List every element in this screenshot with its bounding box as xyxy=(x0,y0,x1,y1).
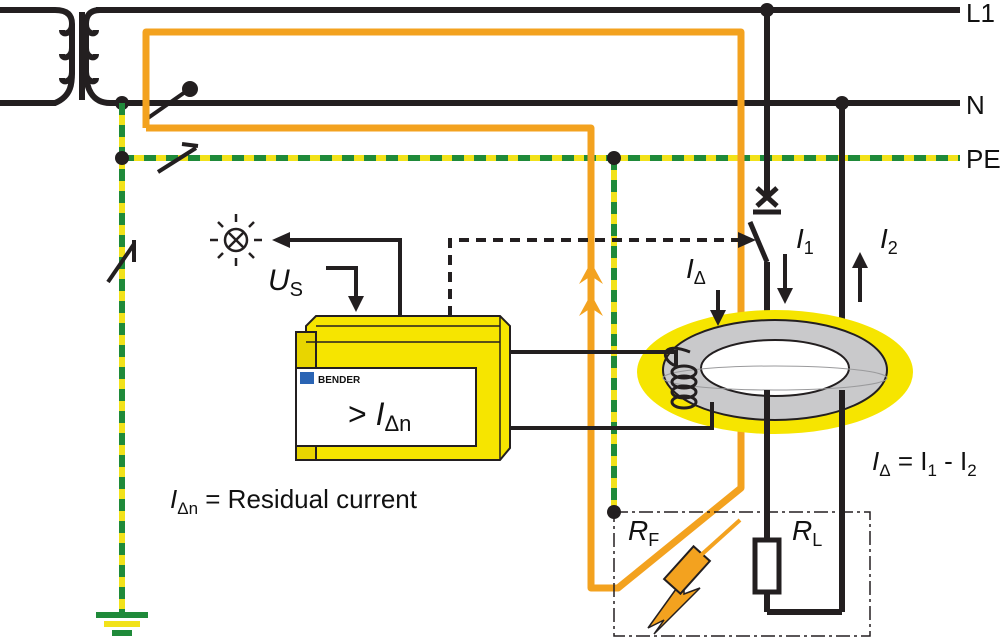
label-rf: RF xyxy=(628,515,659,550)
label-rl: RL xyxy=(792,515,822,550)
label-n: N xyxy=(966,90,985,120)
fault-arrows xyxy=(579,262,603,316)
pe-junction-left xyxy=(115,151,129,165)
label-l1: L1 xyxy=(966,0,995,28)
rcm-device xyxy=(295,315,511,461)
label-idelta: IΔ xyxy=(686,253,706,288)
current-transformer-ring xyxy=(637,310,913,434)
variable-resistance-marks xyxy=(106,81,199,284)
pe-junction-mid xyxy=(607,151,621,165)
lamp-icon xyxy=(210,214,262,266)
current-arrows xyxy=(710,252,868,326)
label-i2: I2 xyxy=(880,223,898,258)
label-pe: PE xyxy=(966,144,1001,174)
label-us: US xyxy=(268,264,303,301)
ring-winding xyxy=(663,346,698,410)
fault-current-path xyxy=(142,28,745,592)
measuring-leads xyxy=(508,350,714,430)
pe-conductor xyxy=(119,103,960,612)
load-enclosure xyxy=(613,511,871,637)
residual-definition: IΔn = Residual current xyxy=(170,484,418,518)
device-brand: BENDER xyxy=(318,375,361,386)
device-display-text: > IΔn xyxy=(348,396,411,436)
difference-equation: IΔ = I1 - I2 xyxy=(872,446,977,480)
supply-arrow xyxy=(326,266,364,312)
lightning-icon xyxy=(647,518,742,635)
lamp-output-line xyxy=(272,232,402,316)
label-i1: I1 xyxy=(796,223,814,258)
load-resistor xyxy=(752,537,782,595)
bender-logo-icon xyxy=(300,372,314,384)
earth-ground-icon xyxy=(96,612,148,636)
breaker-contact-icon xyxy=(747,186,781,263)
device-display xyxy=(295,367,477,447)
trip-control-line xyxy=(448,232,756,316)
transformer-icon xyxy=(0,7,111,106)
